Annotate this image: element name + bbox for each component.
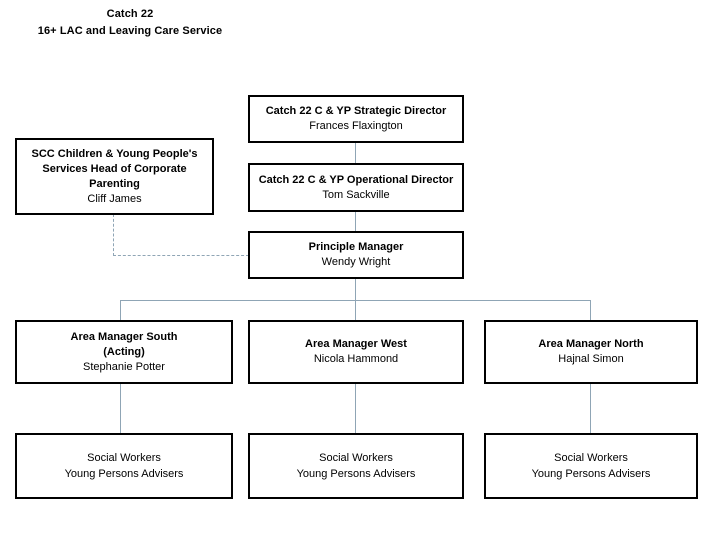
node-area-manager-south-role-line2: (Acting) bbox=[103, 345, 145, 358]
connector-west-to-staff bbox=[355, 383, 356, 434]
connector-strategic-to-operational bbox=[355, 142, 356, 164]
node-area-manager-north[interactable]: Area Manager North Hajnal Simon bbox=[484, 320, 698, 384]
node-staff-north-line1: Social Workers bbox=[554, 452, 628, 464]
connector-south-to-staff bbox=[120, 383, 121, 434]
node-area-manager-west-role: Area Manager West bbox=[305, 338, 407, 350]
connector-dashed-scc-horizontal bbox=[113, 255, 249, 256]
chart-title-line-1: Catch 22 bbox=[106, 8, 154, 20]
node-principle-manager-name: Wendy Wright bbox=[321, 256, 391, 268]
connector-principle-to-bus bbox=[355, 278, 356, 300]
node-area-manager-south-role-line1: Area Manager South bbox=[70, 330, 178, 343]
connector-bus-drop-north bbox=[590, 300, 591, 321]
node-operational-director[interactable]: Catch 22 C & YP Operational Director Tom… bbox=[248, 163, 464, 212]
node-staff-north[interactable]: Social Workers Young Persons Advisers bbox=[484, 433, 698, 499]
node-staff-west[interactable]: Social Workers Young Persons Advisers bbox=[248, 433, 464, 499]
node-area-manager-west-name: Nicola Hammond bbox=[313, 353, 399, 365]
node-scc-head-role: SCC Children & Young People's Services H… bbox=[31, 147, 198, 190]
node-scc-head-of-corporate-parenting[interactable]: SCC Children & Young People's Services H… bbox=[15, 138, 214, 215]
node-operational-director-role: Catch 22 C & YP Operational Director bbox=[258, 173, 454, 186]
node-area-manager-north-name: Hajnal Simon bbox=[558, 353, 624, 365]
node-staff-south-line1: Social Workers bbox=[87, 452, 161, 464]
node-scc-head-name: Cliff James bbox=[87, 192, 142, 205]
connector-operational-to-principle bbox=[355, 211, 356, 232]
connector-bus-drop-west bbox=[355, 300, 356, 321]
node-principle-manager-role: Principle Manager bbox=[308, 241, 404, 253]
node-staff-north-line2: Young Persons Advisers bbox=[531, 468, 651, 480]
node-area-manager-west[interactable]: Area Manager West Nicola Hammond bbox=[248, 320, 464, 384]
node-strategic-director-role: Catch 22 C & YP Strategic Director bbox=[265, 105, 447, 117]
node-principle-manager[interactable]: Principle Manager Wendy Wright bbox=[248, 231, 464, 279]
node-area-manager-south[interactable]: Area Manager South (Acting) Stephanie Po… bbox=[15, 320, 233, 384]
node-area-manager-south-name: Stephanie Potter bbox=[83, 360, 165, 373]
connector-bus-drop-south bbox=[120, 300, 121, 321]
node-staff-west-line1: Social Workers bbox=[319, 452, 393, 464]
node-staff-west-line2: Young Persons Advisers bbox=[296, 468, 416, 480]
connector-north-to-staff bbox=[590, 383, 591, 434]
node-strategic-director[interactable]: Catch 22 C & YP Strategic Director Franc… bbox=[248, 95, 464, 143]
chart-title-block: Catch 22 16+ LAC and Leaving Care Servic… bbox=[0, 6, 260, 40]
node-staff-south[interactable]: Social Workers Young Persons Advisers bbox=[15, 433, 233, 499]
node-area-manager-north-role: Area Manager North bbox=[538, 338, 644, 350]
connector-dashed-scc-vertical bbox=[113, 214, 114, 256]
node-strategic-director-name: Frances Flaxington bbox=[309, 120, 403, 132]
node-operational-director-name: Tom Sackville bbox=[322, 188, 390, 201]
node-staff-south-line2: Young Persons Advisers bbox=[64, 468, 184, 480]
chart-title-line-2: 16+ LAC and Leaving Care Service bbox=[37, 25, 223, 37]
